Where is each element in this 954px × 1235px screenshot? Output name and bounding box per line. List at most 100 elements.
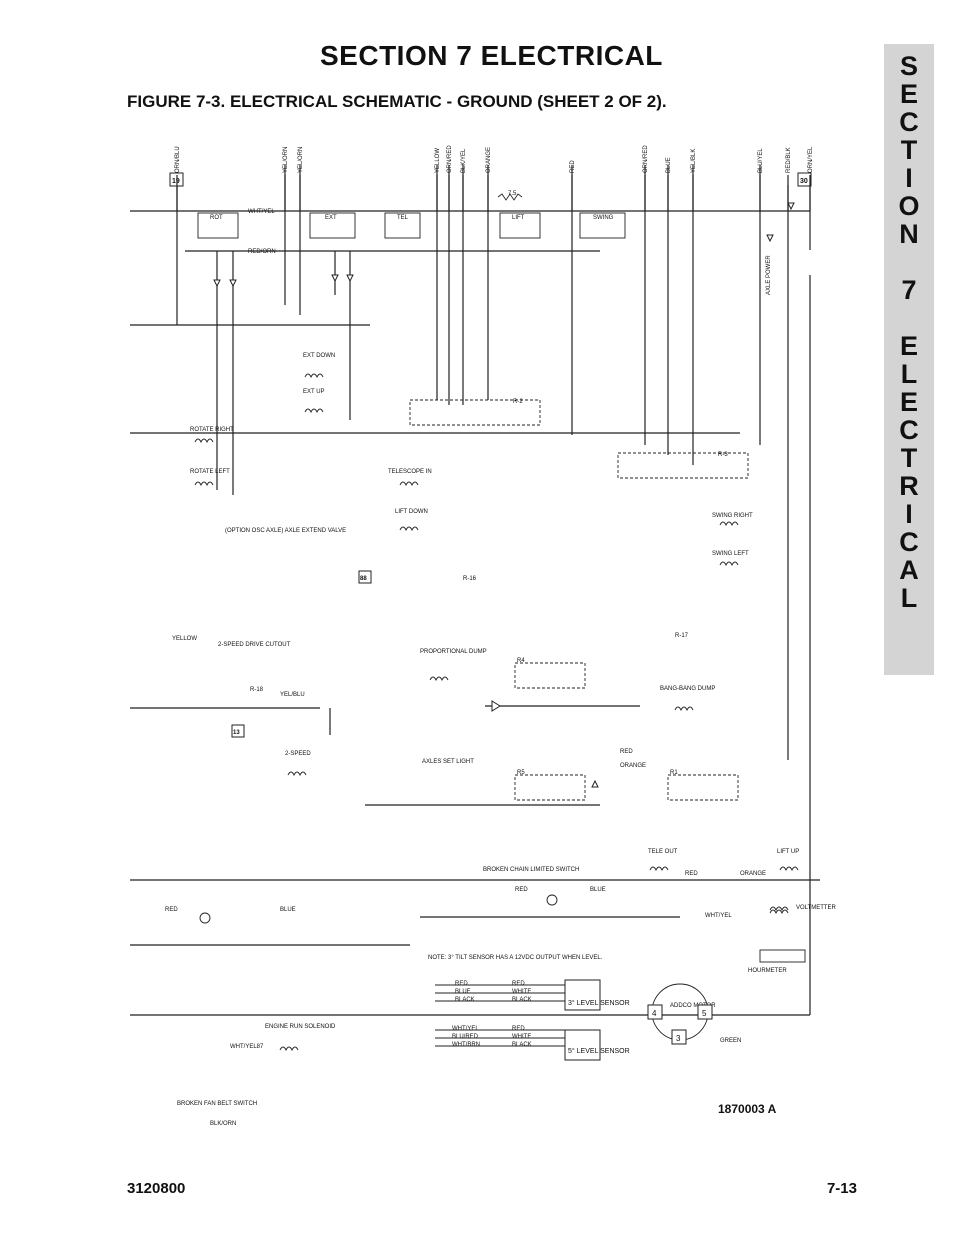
switch-swing-label: SWING bbox=[593, 215, 614, 221]
two-speed-cutout-label: 2-SPEED DRIVE CUTOUT bbox=[218, 642, 291, 648]
addco-motor-label: ADDCO MOTOR bbox=[670, 1003, 716, 1009]
top-wire-label: YELLOW bbox=[435, 148, 441, 173]
terminal-13-label: 13 bbox=[233, 730, 240, 736]
proportional-dump-label: PROPORTIONAL DUMP bbox=[420, 649, 487, 655]
side-tab-letter: N bbox=[899, 219, 919, 249]
terminal-box-88 bbox=[358, 570, 372, 584]
switch-tel-label: TEL bbox=[397, 215, 409, 221]
lift-up-label: LIFT UP bbox=[777, 849, 799, 855]
side-tab-letter: C bbox=[899, 527, 919, 557]
svg-text:4: 4 bbox=[652, 1009, 657, 1018]
hourmeter-box bbox=[759, 949, 806, 963]
engine-run-solenoid-label: ENGINE RUN SOLENOID bbox=[265, 1024, 336, 1030]
switch-rot-label: ROT bbox=[210, 215, 223, 221]
relay-r16-label: R-16 bbox=[463, 576, 477, 582]
svg-text:BLUE: BLUE bbox=[455, 989, 471, 995]
hourmeter-label: HOURMETER bbox=[748, 968, 787, 974]
axle-extend-label: (OPTION OSC AXLE) AXLE EXTEND VALVE bbox=[225, 528, 346, 534]
side-tab-letter: I bbox=[905, 163, 913, 193]
terminal-box-30 bbox=[797, 172, 812, 187]
yellow-line-label: YELLOW bbox=[172, 636, 197, 642]
bang-bang-dump-label: BANG-BANG DUMP bbox=[660, 686, 715, 692]
top-wire-label: YEL/ORN bbox=[298, 147, 304, 173]
rotate-right-label: ROTATE RIGHT bbox=[190, 427, 234, 433]
blue-chain-label: BLUE bbox=[590, 887, 606, 893]
level-sensor-5: WHT/YEL BLU/RED WHT/BRN RED WHITE BLACK … bbox=[435, 1026, 630, 1061]
svg-text:WHITE: WHITE bbox=[512, 989, 531, 995]
terminal-88-label: 88 bbox=[360, 576, 367, 582]
top-wire-label: ORN/BLU bbox=[175, 146, 181, 173]
top-wire-label: BLUE bbox=[666, 157, 672, 173]
top-wire-label: ORANGE bbox=[486, 147, 492, 173]
axles-set-light-label: AXLES SET LIGHT bbox=[422, 759, 474, 765]
top-wire-label: YEL/ORN bbox=[283, 147, 289, 173]
relay-r1-label: R1 bbox=[670, 770, 678, 776]
svg-text:RED: RED bbox=[455, 981, 468, 987]
side-tab-letter: E bbox=[899, 331, 918, 361]
telescope-in-label: TELESCOPE IN bbox=[388, 469, 432, 475]
section-title: SECTION 7 ELECTRICAL bbox=[320, 40, 663, 71]
switch-lift-label: LIFT bbox=[512, 215, 525, 221]
blue-line-label: BLUE bbox=[280, 907, 296, 913]
voltmeter-coil bbox=[769, 909, 789, 915]
side-tab-letter: L bbox=[900, 583, 918, 613]
relay-r17-label: R-17 bbox=[675, 633, 689, 639]
top-wire-label: ORN/RED bbox=[447, 145, 453, 173]
red-wire-label: RED bbox=[620, 749, 633, 755]
switch-ext-label: EXT bbox=[325, 215, 337, 221]
terminal-19-label: 19 bbox=[172, 178, 180, 185]
svg-text:RED: RED bbox=[512, 1026, 525, 1032]
wht-yel-87-label: WHT/YEL87 bbox=[230, 1044, 264, 1050]
relay-blocks: R-2 R-3 R-16 R-17 R-18 R4 R5 R1 bbox=[250, 399, 749, 801]
svg-text:WHT/YEL: WHT/YEL bbox=[452, 1026, 479, 1032]
broken-fan-belt-label: BROKEN FAN BELT SWITCH bbox=[177, 1101, 257, 1107]
figure-title: FIGURE 7-3. ELECTRICAL SCHEMATIC - GROUN… bbox=[127, 92, 667, 111]
relay-r2-label: R-2 bbox=[513, 399, 523, 405]
svg-text:BLACK: BLACK bbox=[512, 997, 532, 1003]
side-tab-letter: T bbox=[900, 443, 918, 473]
relay-r3-label: R-3 bbox=[718, 452, 728, 458]
side-tab-letter: I bbox=[905, 499, 913, 529]
top-wire-label: ORN/RED bbox=[643, 145, 649, 173]
side-tab-letter: 7 bbox=[901, 275, 917, 305]
lift-down-label: LIFT DOWN bbox=[395, 509, 428, 515]
top-wire-label: YEL/BLK bbox=[691, 149, 697, 173]
coil-symbols bbox=[194, 373, 799, 1052]
red-chain-label: RED bbox=[515, 887, 528, 893]
top-wire-label: RED/BLK bbox=[786, 147, 792, 173]
swing-left-label: SWING LEFT bbox=[712, 551, 749, 557]
top-wire-labels: ORN/BLU YEL/ORN YEL/ORN YELLOW ORN/RED BLK/YE… bbox=[175, 145, 814, 211]
top-wire-label: BLK/YEL bbox=[461, 148, 467, 173]
green-label: GREEN bbox=[720, 1038, 741, 1044]
relay-r18-label: R-18 bbox=[250, 687, 264, 693]
orange-wire-label: ORANGE bbox=[620, 763, 646, 769]
red-tele-label: RED bbox=[685, 871, 698, 877]
ext-up-label: EXT UP bbox=[303, 389, 325, 395]
red-line-label: RED bbox=[165, 907, 178, 913]
ext-down-label: EXT DOWN bbox=[303, 353, 335, 359]
svg-text:5° LEVEL SENSOR: 5° LEVEL SENSOR bbox=[568, 1047, 630, 1055]
level-sensor-3: RED BLUE BLACK RED WHITE BLACK 3° LEVEL … bbox=[435, 979, 630, 1011]
top-wire-label: ORN/YEL bbox=[808, 146, 814, 173]
svg-text:WHT/BRN: WHT/BRN bbox=[452, 1042, 480, 1048]
drawing-number: 1870003 A bbox=[718, 1102, 777, 1116]
rotate-left-label: ROTATE LEFT bbox=[190, 469, 230, 475]
side-tab-letter: C bbox=[899, 107, 919, 137]
side-tab-letter: E bbox=[899, 79, 918, 109]
svg-text:BLACK: BLACK bbox=[455, 997, 475, 1003]
switch-banks: ROT EXT TEL LIFT SWING 7.5 bbox=[197, 191, 626, 239]
side-tab-letter: C bbox=[899, 415, 919, 445]
voltmeter-label: VOLTMETTER bbox=[796, 905, 837, 911]
chain-switch-symbol bbox=[546, 894, 558, 906]
tele-out-label: TELE OUT bbox=[648, 849, 678, 855]
two-speed-label: 2-SPEED bbox=[285, 751, 311, 757]
top-wire-label: BLU/YEL bbox=[758, 148, 764, 173]
pressure-switch-symbol bbox=[199, 912, 211, 924]
svg-text:WHITE: WHITE bbox=[512, 1034, 531, 1040]
blk-orn-label: BLK/ORN bbox=[210, 1121, 236, 1127]
broken-chain-label: BROKEN CHAIN LIMITED SWITCH bbox=[483, 867, 579, 873]
svg-text:BLU/RED: BLU/RED bbox=[452, 1034, 479, 1040]
yel-blu-label: YEL/BLU bbox=[280, 692, 305, 698]
swing-right-label: SWING RIGHT bbox=[712, 513, 753, 519]
